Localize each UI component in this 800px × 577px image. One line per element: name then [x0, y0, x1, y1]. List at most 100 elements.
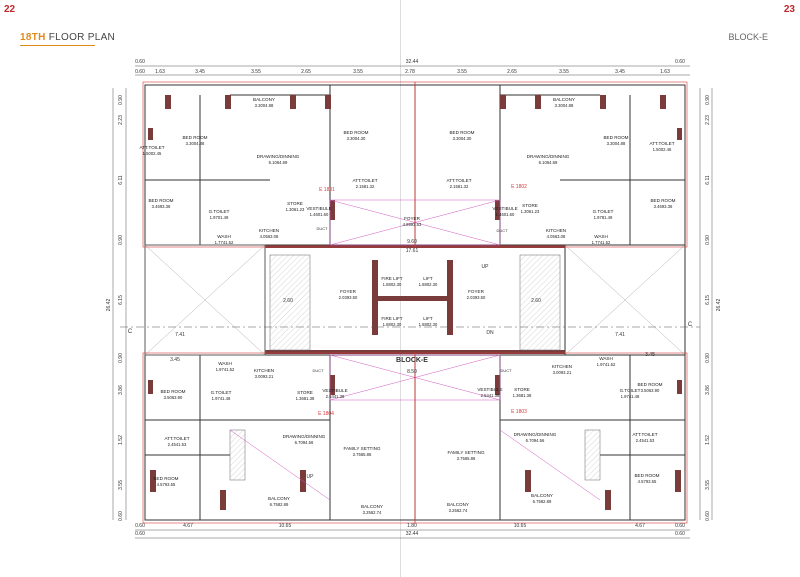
room-name: FOYER [404, 216, 421, 221]
dim-top-right-small: 0.60 [675, 59, 685, 65]
dim-centre: 17.61 [406, 248, 419, 254]
room-name: WASH [217, 234, 231, 239]
room-name: BED ROOM [650, 198, 675, 203]
room-name: DRAWING/DINNING [527, 154, 570, 159]
dim-centre: 7.41 [175, 332, 185, 338]
room-area: 2.1581.32 [356, 184, 375, 189]
room-area: 2.0393.50 [467, 295, 486, 300]
room-name: BED ROOM [148, 198, 173, 203]
room-name: ATT.TOILET [352, 178, 377, 183]
dim-right-col: 0.90 [705, 353, 711, 363]
dim-left-col: 6.15 [118, 295, 124, 305]
dim-right-col: 3.55 [705, 480, 711, 490]
dim-centre: 7.41 [615, 332, 625, 338]
room-area: 1.3061.23 [286, 207, 305, 212]
room-area: 2.4541.53 [168, 442, 187, 447]
room-name: KITCHEN [254, 368, 274, 373]
dim-left-col: 0.90 [118, 353, 124, 363]
room-name: BED ROOM [634, 473, 659, 478]
room-name: BED ROOM [449, 130, 474, 135]
room-area: 6.7582.89 [533, 499, 552, 504]
dim-centre: 3.45 [170, 357, 180, 363]
duct-label: DUCT [312, 368, 324, 373]
room-name: FIRE LIFT [381, 276, 402, 281]
room-name: G.TOILET [209, 209, 230, 214]
block-label: BLOCK-E [728, 32, 768, 42]
room-area: 3.3004.88 [607, 141, 626, 146]
room-area: 3.5063.90 [641, 388, 660, 393]
dim-centre: 9.60 [407, 239, 417, 245]
duct-label: DUCT [316, 226, 328, 231]
room-area: 2.5441.38 [326, 394, 345, 399]
section-marker: C [128, 329, 133, 335]
room-area: 3.4693.36 [152, 204, 171, 209]
dim-left-col: 0.90 [118, 235, 124, 245]
room-area: 3.3004.30 [453, 136, 472, 141]
room-name: VESTIBULE [306, 206, 331, 211]
dim-right-col: 0.90 [705, 235, 711, 245]
dim-left-col: 1.52 [118, 435, 124, 445]
dim-top-row: 3.45 [195, 69, 205, 75]
room-name: ATT.TOILET [649, 141, 674, 146]
room-area: 2.0393.50 [339, 295, 358, 300]
dim-top-row: 2.65 [301, 69, 311, 75]
room-area: 1.3681.38 [513, 393, 532, 398]
dim-centre: 3.45 [645, 352, 655, 358]
dim-bottom-left-small: 0.60 [135, 531, 145, 537]
room-name: G.TOILET [620, 388, 641, 393]
dim-right-total: 26.42 [716, 299, 722, 312]
room-area: 3.0093.21 [553, 370, 572, 375]
room-name: STORE [297, 390, 313, 395]
dim-top-row: 3.55 [353, 69, 363, 75]
room-name: FOYER [468, 289, 485, 294]
dim-top-left-small: 0.60 [135, 59, 145, 65]
room-area: 1.8802.30 [419, 282, 438, 287]
dim-top-row: 3.55 [559, 69, 569, 75]
room-name: VESTIBULE [322, 388, 347, 393]
room-name: DRAWING/DINNING [283, 434, 326, 439]
room-area: 1.8802.30 [383, 282, 402, 287]
room-name: BED ROOM [153, 476, 178, 481]
page-title: 18TH FLOOR PLAN [20, 32, 115, 43]
dim-left-col: 0.90 [118, 95, 124, 105]
dimension-lines [112, 65, 713, 539]
room-area: 1.9741.48 [621, 394, 640, 399]
dim-top-row: 2.65 [507, 69, 517, 75]
room-area: 4.5793.55 [638, 479, 657, 484]
room-name: BED ROOM [637, 382, 662, 387]
room-area: 2.4541.53 [636, 438, 655, 443]
room-area: 3.0093.21 [255, 374, 274, 379]
room-name: BALCONY [531, 493, 553, 498]
room-area: 3.2562.74 [449, 508, 468, 513]
page-number-right: 23 [783, 4, 795, 15]
room-area: 1.9701.49 [210, 215, 229, 220]
room-area: 6.7094.56 [526, 438, 545, 443]
room-name: ATT.TOILET [164, 436, 189, 441]
room-area: 1.4601.60 [496, 212, 515, 217]
room-area: 1.7741.52 [592, 240, 611, 245]
room-area: 4.5793.55 [157, 482, 176, 487]
room-area: 3.3004.88 [186, 141, 205, 146]
room-area: 1.8802.30 [383, 322, 402, 327]
room-area: 3.7565.86 [353, 452, 372, 457]
room-name: G.TOILET [211, 390, 232, 395]
room-name: LIFT [423, 316, 433, 321]
dim-top-row: 3.55 [251, 69, 261, 75]
section-marker: C [688, 322, 693, 328]
room-name: BED ROOM [182, 135, 207, 140]
dim-left-total: 26.42 [106, 299, 112, 312]
room-name: BED ROOM [603, 135, 628, 140]
room-name: FOYER [340, 289, 357, 294]
room-area: 1.3061.23 [521, 209, 540, 214]
room-name: BALCONY [268, 496, 290, 501]
dim-bottom-row: 10.65 [279, 523, 292, 529]
suite-boundaries [142, 81, 688, 524]
spread-divider [400, 0, 401, 577]
dim-centre: 2.60 [531, 298, 541, 304]
room-area: 1.9741.52 [216, 367, 235, 372]
room-area: 1.9781.49 [594, 215, 613, 220]
dim-left-col: 3.86 [118, 385, 124, 395]
room-area: 4.8993.53 [403, 222, 422, 227]
room-area: 6.7094.56 [295, 440, 314, 445]
